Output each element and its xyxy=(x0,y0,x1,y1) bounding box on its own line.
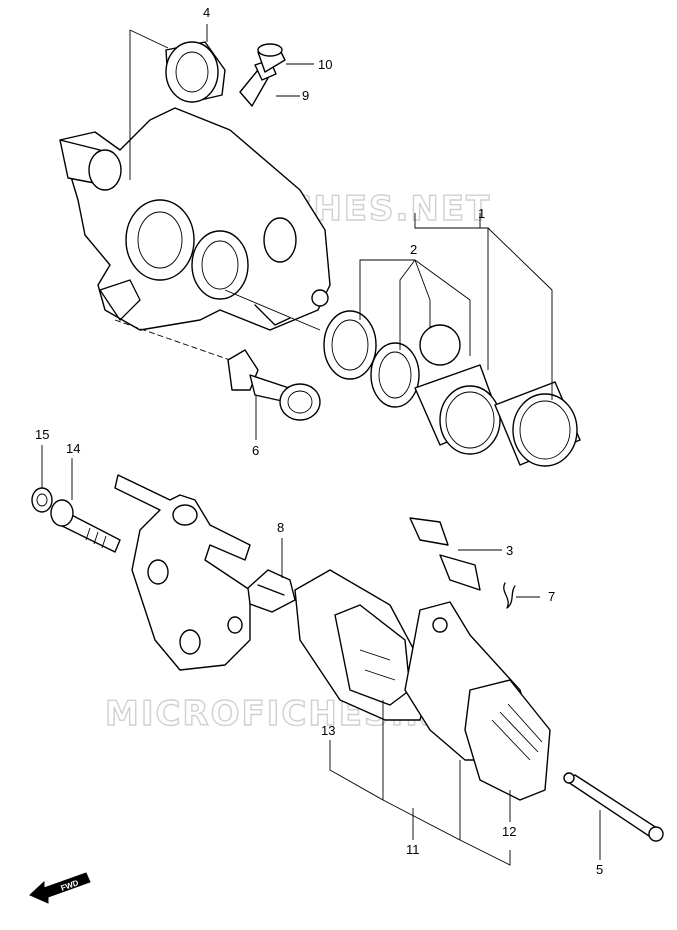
callout-8: 8 xyxy=(277,520,284,535)
leader-line xyxy=(224,289,321,331)
piston-seal-2 xyxy=(419,324,461,366)
piston-seal-inner xyxy=(370,342,420,408)
washer xyxy=(31,487,53,513)
caliper-body xyxy=(59,107,331,331)
callout-11: 11 xyxy=(406,842,420,857)
dust-boot xyxy=(165,41,226,103)
callout-13: 13 xyxy=(321,723,335,738)
pad-pin xyxy=(563,772,664,842)
callout-leader-4c xyxy=(129,29,169,49)
callout-4: 4 xyxy=(203,5,210,20)
callout-leader-11a xyxy=(382,760,461,841)
slide-pin-bolt xyxy=(227,349,321,421)
caliper-bracket xyxy=(114,474,251,671)
callout-leader-13 xyxy=(329,700,384,801)
forward-direction-badge: FWD xyxy=(29,872,91,904)
callout-3: 3 xyxy=(506,543,513,558)
callout-leader-2b xyxy=(399,259,416,350)
callout-5: 5 xyxy=(596,862,603,877)
pad-shim xyxy=(409,517,481,591)
callout-leader-2c xyxy=(414,259,431,328)
callout-12: 12 xyxy=(502,824,516,839)
callout-leader-2d xyxy=(414,259,471,356)
bolt xyxy=(50,499,121,553)
piston-2 xyxy=(494,381,581,467)
callout-6: 6 xyxy=(252,443,259,458)
forward-arrow-icon xyxy=(29,872,91,904)
callout-1: 1 xyxy=(478,206,485,221)
callout-10: 10 xyxy=(318,57,332,72)
callout-7: 7 xyxy=(548,589,555,604)
callout-14: 14 xyxy=(66,441,80,456)
callout-leader-11c xyxy=(459,839,511,866)
pad-clip xyxy=(503,582,516,609)
callout-9: 9 xyxy=(302,88,309,103)
pad-shim-plate xyxy=(464,679,551,801)
brake-pad-inner xyxy=(294,569,431,721)
callout-15: 15 xyxy=(35,427,49,442)
leader-line xyxy=(114,319,231,361)
callout-leader-1b xyxy=(487,227,553,400)
pad-spring xyxy=(247,569,296,613)
callout-leader-2a xyxy=(359,259,415,320)
callout-leader-1a xyxy=(414,213,489,370)
callout-2: 2 xyxy=(410,242,417,257)
piston-1 xyxy=(414,364,501,455)
fwd-label: FWD xyxy=(60,878,80,893)
piston-seal-outer xyxy=(323,310,377,380)
bleeder-cap xyxy=(257,43,286,73)
